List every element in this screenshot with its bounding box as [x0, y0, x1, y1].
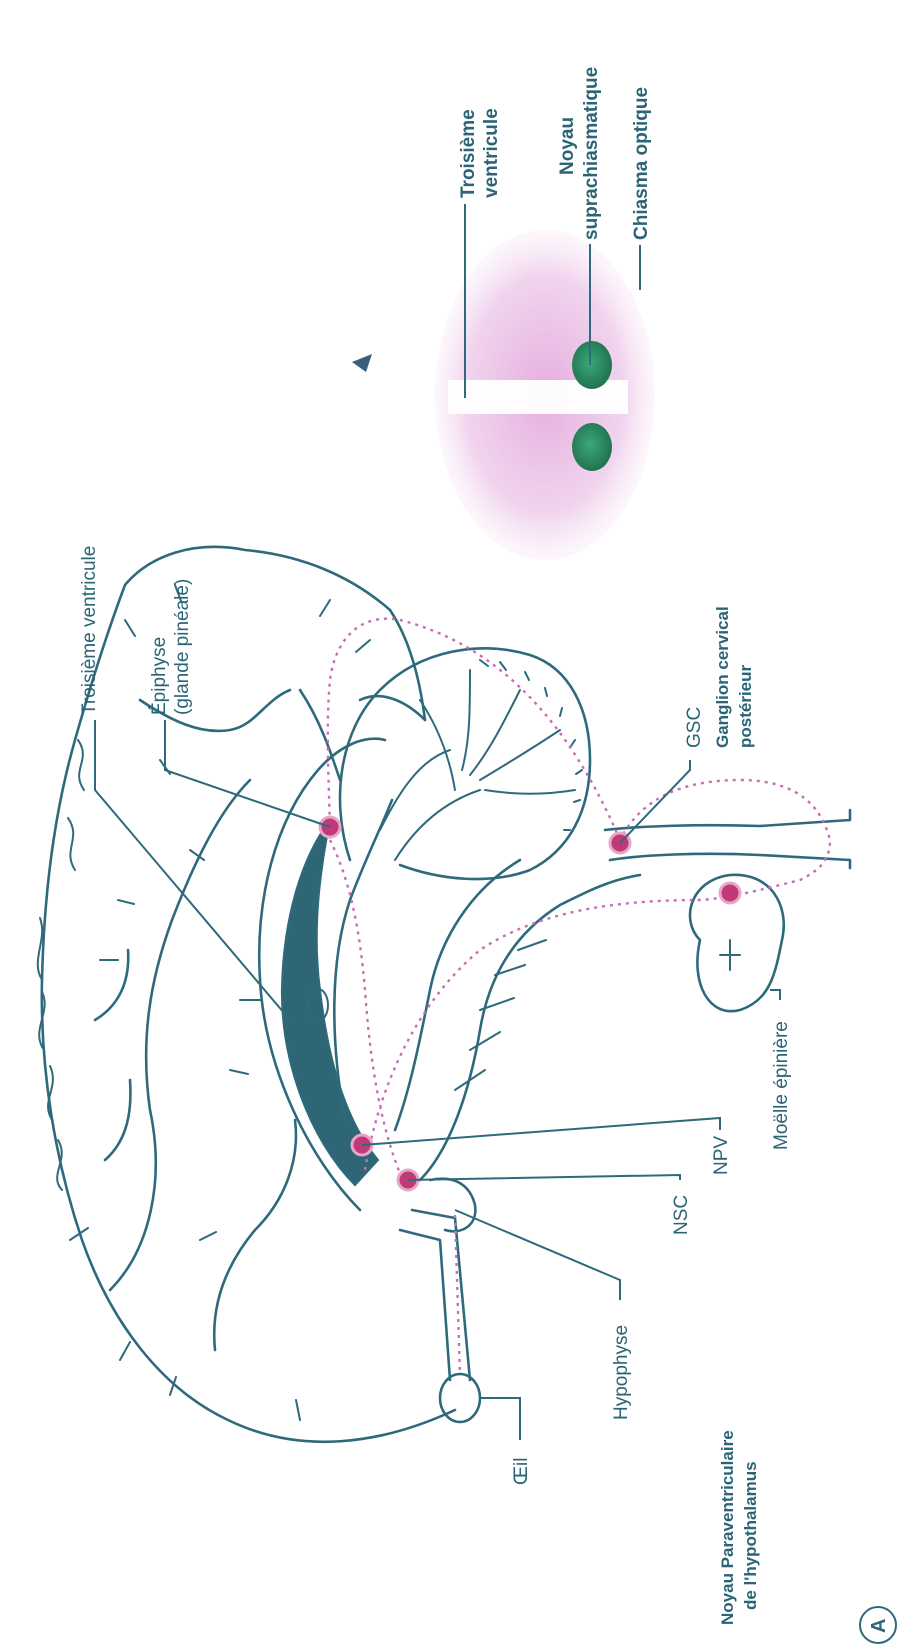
pituitary [430, 1179, 475, 1232]
panel-letter: A [868, 1619, 890, 1633]
inset-label-troisieme-2: ventricule [481, 108, 502, 198]
label-group: A Troisième ventricule Épiphyse (glande … [79, 546, 896, 1643]
cerebellum-outline [340, 648, 590, 879]
label-glande-pineale: (glande pinéale) [172, 579, 193, 715]
inset-label-noyau-2: suprachiasmatique [581, 67, 602, 240]
cortex-fold [38, 740, 84, 1190]
spinal-cord [605, 810, 850, 868]
label-hypophyse: Hypophyse [611, 1325, 632, 1420]
optic-nerve [400, 1210, 470, 1380]
label-npv: NPV [711, 1136, 732, 1175]
leader-nsc [408, 1175, 680, 1180]
leader-gsc [620, 760, 690, 843]
inner-gyrus-1 [110, 780, 250, 1290]
inset-marker [352, 354, 372, 372]
label-ganglion-2: postérieur [736, 664, 755, 748]
label-moelle-epiniere: Moëlle épinière [771, 1021, 792, 1150]
label-ganglion-1: Ganglion cervical [713, 606, 732, 748]
scn-left [572, 423, 612, 471]
leader-npv [362, 1118, 720, 1145]
label-noyau-pv-2: de l'hypothalamus [741, 1461, 760, 1610]
leader-hypophyse [455, 1210, 620, 1300]
label-gsc: GSC [684, 707, 705, 748]
inset-label-chiasma: Chiasma optique [631, 87, 652, 240]
label-noyau-pv-1: Noyau Paraventriculaire [718, 1430, 737, 1625]
scn-right [572, 341, 612, 389]
cortex-outline [42, 547, 455, 1442]
occipital-outline [300, 690, 425, 780]
spinal-gray [720, 940, 740, 970]
label-troisieme-ventricule: Troisième ventricule [79, 546, 100, 715]
inner-gyrus-2 [214, 1120, 296, 1350]
inset-label-troisieme-1: Troisième [458, 109, 479, 198]
label-leaders [95, 720, 780, 1440]
inset-section: Troisième ventricule Noyau suprachiasmat… [352, 67, 655, 560]
brainstem-outline [395, 860, 640, 1180]
label-nsc: NSC [671, 1195, 692, 1235]
eye [440, 1374, 480, 1422]
label-epiphyse: Épiphyse [149, 637, 170, 715]
inset-label-noyau-1: Noyau [557, 117, 578, 175]
inner-gyrus-4 [95, 950, 130, 1160]
leader-epiphyse [165, 720, 330, 827]
fornix [334, 800, 392, 1120]
leader-oeil [480, 1398, 520, 1440]
marker-spinal [720, 883, 740, 903]
leader-moelle [770, 990, 780, 1000]
pons-stripes [455, 940, 546, 1090]
cerebellum-folia [380, 660, 582, 860]
label-oeil: Œil [511, 1458, 532, 1485]
